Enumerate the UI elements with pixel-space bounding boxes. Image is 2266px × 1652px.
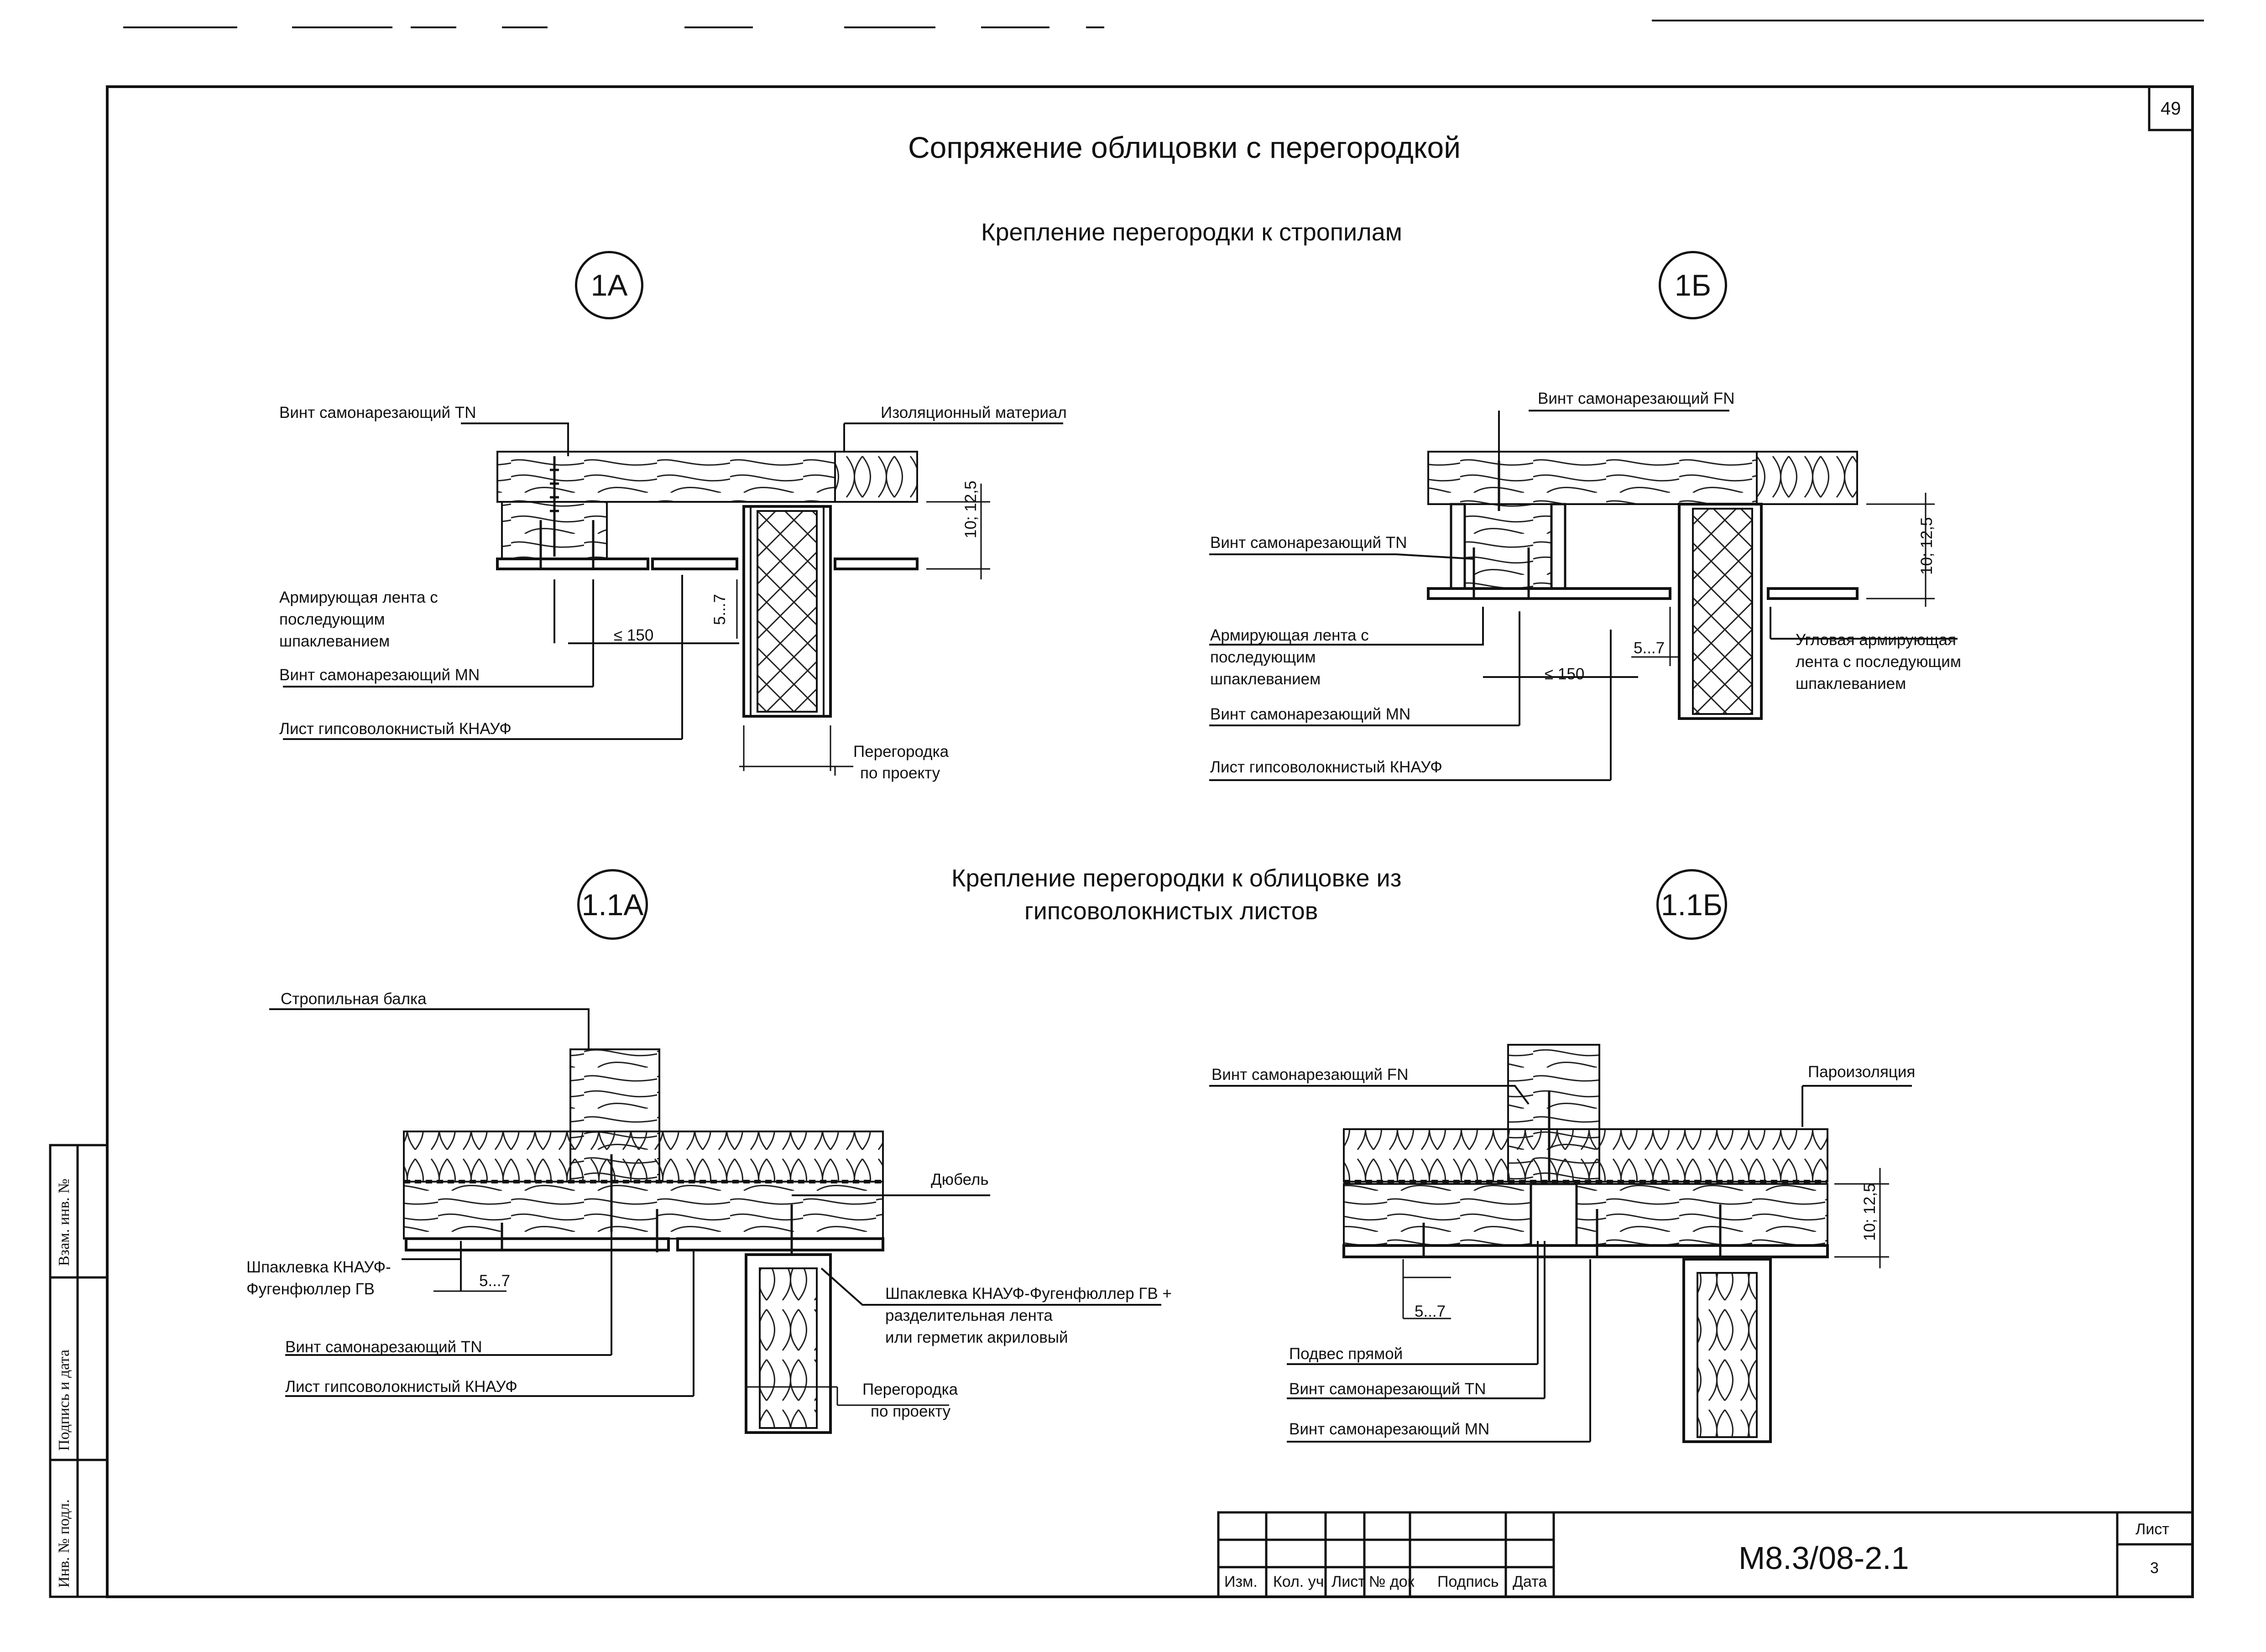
label-1a-partition-1: Перегородка [853, 743, 949, 761]
tb-col-izm: Изм. [1224, 1573, 1258, 1590]
tb-sheet-label: Лист [2135, 1521, 2169, 1538]
tb-doc-code: М8.3/08-2.1 [1739, 1540, 1909, 1576]
label-1a-sheet: Лист гипсоволокнистый КНАУФ [279, 720, 512, 738]
tb-col-kol-uch: Кол. уч [1273, 1573, 1324, 1590]
label-1-1b-hanger: Подвес прямой [1289, 1345, 1403, 1363]
detail-1a-drawing [283, 422, 1063, 776]
label-1a-tape-2: последующим [279, 610, 385, 628]
label-1a-screw-mn: Винт самонарезающий MN [279, 666, 480, 684]
side-stamp-inv-podl: Инв. № подл. [56, 1499, 73, 1588]
detail-marker-1-1a: 1.1А [577, 869, 648, 940]
tb-col-list: Лист [1331, 1573, 1365, 1590]
label-1b-spacing: ≤ 150 [1545, 665, 1585, 683]
detail-1-1a-drawing [269, 1008, 1161, 1434]
label-1-1a-filler-2: Фугенфюллер ГВ [246, 1280, 375, 1298]
label-1-1a-sheet: Лист гипсоволокнистый КНАУФ [285, 1378, 517, 1396]
label-1a-partition-2: по проекту [860, 764, 940, 782]
label-1-1b-vapor: Пароизоляция [1808, 1063, 1916, 1081]
side-stamp-frame [49, 1144, 109, 1598]
label-1b-corner-3: шпаклеванием [1796, 675, 1906, 693]
label-1b-screw-tn: Винт самонарезающий TN [1210, 534, 1407, 552]
label-1-1b-thickness: 10; 12,5 [1861, 1183, 1879, 1241]
label-1b-gap: 5...7 [1634, 639, 1665, 657]
side-stamp-sign-date: Подпись и дата [56, 1350, 73, 1451]
subtitle-bottom-line1: Крепление перегородки к облицовке из [951, 865, 1402, 892]
label-1-1b-screw-fn: Винт самонарезающий FN [1211, 1066, 1409, 1084]
label-1-1a-dowel: Дюбель [931, 1171, 989, 1188]
label-1-1a-gap: 5...7 [479, 1272, 511, 1290]
label-1b-sheet: Лист гипсоволокнистый КНАУФ [1210, 758, 1442, 776]
label-1a-thickness: 10; 12,5 [962, 480, 980, 539]
label-1b-screw-mn: Винт самонарезающий MN [1210, 705, 1411, 723]
label-1b-corner-1: Угловая армирующая [1796, 631, 1956, 649]
side-stamp-inv-vzam: Взам. инв. № [56, 1178, 73, 1266]
detail-marker-1-1b: 1.1Б [1656, 869, 1727, 940]
label-1-1b-screw-tn: Винт самонарезающий TN [1289, 1380, 1486, 1398]
label-1a-insulation: Изоляционный материал [881, 404, 1067, 422]
subtitle-top: Крепление перегородки к стропилам [981, 219, 1402, 246]
label-1-1a-screw-tn: Винт самонарезающий TN [285, 1338, 482, 1356]
subtitle-bottom-line2: гипсоволокнистых листов [1024, 897, 1318, 925]
label-1b-tape-2: последующим [1210, 648, 1316, 666]
label-1b-corner-2: лента с последующим [1796, 653, 1961, 671]
tb-sheet-value: 3 [2150, 1559, 2159, 1577]
label-1-1a-filler-1: Шпаклевка КНАУФ- [246, 1258, 391, 1276]
label-1-1b-screw-mn: Винт самонарезающий MN [1289, 1420, 1490, 1438]
label-1-1a-sealant-2: разделительная лента [885, 1307, 1053, 1324]
tb-col-doc: № док [1369, 1573, 1415, 1590]
sheet-frame [50, 20, 2204, 1598]
sheet-title: Сопряжение облицовки с перегородкой [908, 130, 1461, 164]
label-1a-tape-1: Армирующая лента с [279, 589, 438, 606]
label-1b-tape-1: Армирующая лента с [1210, 626, 1369, 644]
label-1-1a-sealant-1: Шпаклевка КНАУФ-Фугенфюллер ГВ + [885, 1285, 1172, 1303]
label-1-1b-gap: 5...7 [1415, 1303, 1446, 1320]
label-1-1a-partition-2: по проекту [871, 1402, 951, 1420]
label-1b-tape-3: шпаклеванием [1210, 670, 1321, 688]
label-1-1a-sealant-3: или герметик акриловый [885, 1329, 1068, 1346]
title-block-frame [1217, 1511, 2194, 1598]
label-1a-gap: 5...7 [711, 594, 729, 625]
detail-1-1b-drawing [1209, 1044, 1912, 1443]
page-number: 49 [2161, 99, 2181, 119]
detail-marker-1b: 1Б [1659, 251, 1727, 319]
label-1a-tape-3: шпаклеванием [279, 632, 390, 650]
detail-marker-1a: 1А [575, 251, 643, 319]
tb-col-date: Дата [1513, 1573, 1547, 1590]
label-1-1a-rafter: Стропильная балка [281, 990, 427, 1008]
label-1a-spacing: ≤ 150 [614, 626, 654, 644]
tb-col-sign: Подпись [1437, 1573, 1499, 1590]
label-1a-screw-tn: Винт самонарезающий TN [279, 404, 476, 422]
label-1b-thickness: 10; 12,5 [1918, 517, 1936, 575]
detail-1b-drawing [1209, 410, 1958, 781]
label-1-1a-partition-1: Перегородка [862, 1381, 958, 1398]
label-1b-screw-fn: Винт самонарезающий FN [1538, 390, 1735, 407]
